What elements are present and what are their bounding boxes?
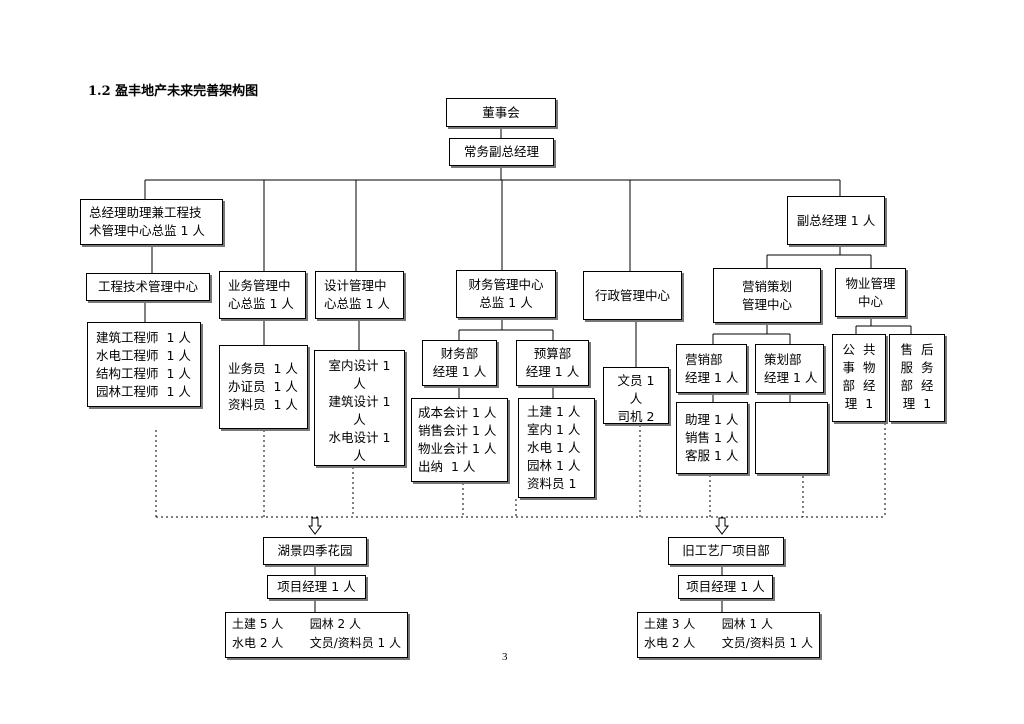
planning-staff-node [755,402,828,474]
project1-node: 湖景四季花园 [263,537,367,565]
marketing-center-node: 营销策划 管理中心 [713,268,821,323]
sales-dept-node: 营销部 经理 1 人 [676,344,747,393]
budget-staff-node: 土建 1 人 室内 1 人 水电 1 人 园林 1 人 资料员 1 [518,398,595,498]
design-staff-node: 室内设计 1 人 建筑设计 1 人 水电设计 1 人 [314,350,405,466]
down-arrow-icon [308,517,729,535]
admin-center-node: 行政管理中心 [583,271,682,320]
sales-staff-node: 助理 1 人 销售 1 人 客服 1 人 [676,402,748,474]
business-center-node: 业务管理中 心总监 1 人 [219,271,306,319]
project2-node: 旧工艺厂项目部 [668,537,784,565]
finance-dept-node: 财务部 经理 1 人 [422,340,497,386]
after-sales-node: 售 后 服 务 部 经 理 1 [889,334,945,422]
finance-staff-node: 成本会计 1 人 销售会计 1 人 物业会计 1 人 出纳 1 人 [411,398,508,482]
planning-dept-node: 策划部 经理 1 人 [755,344,824,393]
business-staff-node: 业务员 1 人 办证员 1 人 资料员 1 人 [219,345,308,429]
page-number: 3 [502,651,508,663]
project1-staff-node: 土建 5 人 园林 2 人 水电 2 人 文员/资料员 1 人 [225,612,408,658]
project2-staff-node: 土建 3 人 园林 1 人 水电 2 人 文员/资料员 1 人 [637,612,820,658]
project1-manager-node: 项目经理 1 人 [267,575,366,599]
project2-manager-node: 项目经理 1 人 [678,575,773,599]
admin-staff-node: 文员 1 人 司机 2 [603,367,669,424]
finance-center-node: 财务管理中心 总监 1 人 [456,270,556,318]
property-center-node: 物业管理 中心 [835,268,906,317]
engineering-center-node: 工程技术管理中心 [86,273,210,301]
public-affairs-node: 公 共 事 物 部 经 理 1 [832,334,886,422]
gm-assistant-node: 总经理助理兼工程技 术管理中心总监 1 人 [80,199,223,245]
vice-gm-node: 副总经理 1 人 [787,196,885,245]
page-title: 1.2 盈丰地产未来完善架构图 [88,84,259,99]
engineering-staff-node: 建筑工程师 1 人 水电工程师 1 人 结构工程师 1 人 园林工程师 1 人 [87,322,201,407]
design-center-node: 设计管理中 心总监 1 人 [315,271,404,319]
budget-dept-node: 预算部 经理 1 人 [516,340,589,386]
board-node: 董事会 [446,98,556,127]
executive-vp-node: 常务副总经理 [449,138,554,166]
